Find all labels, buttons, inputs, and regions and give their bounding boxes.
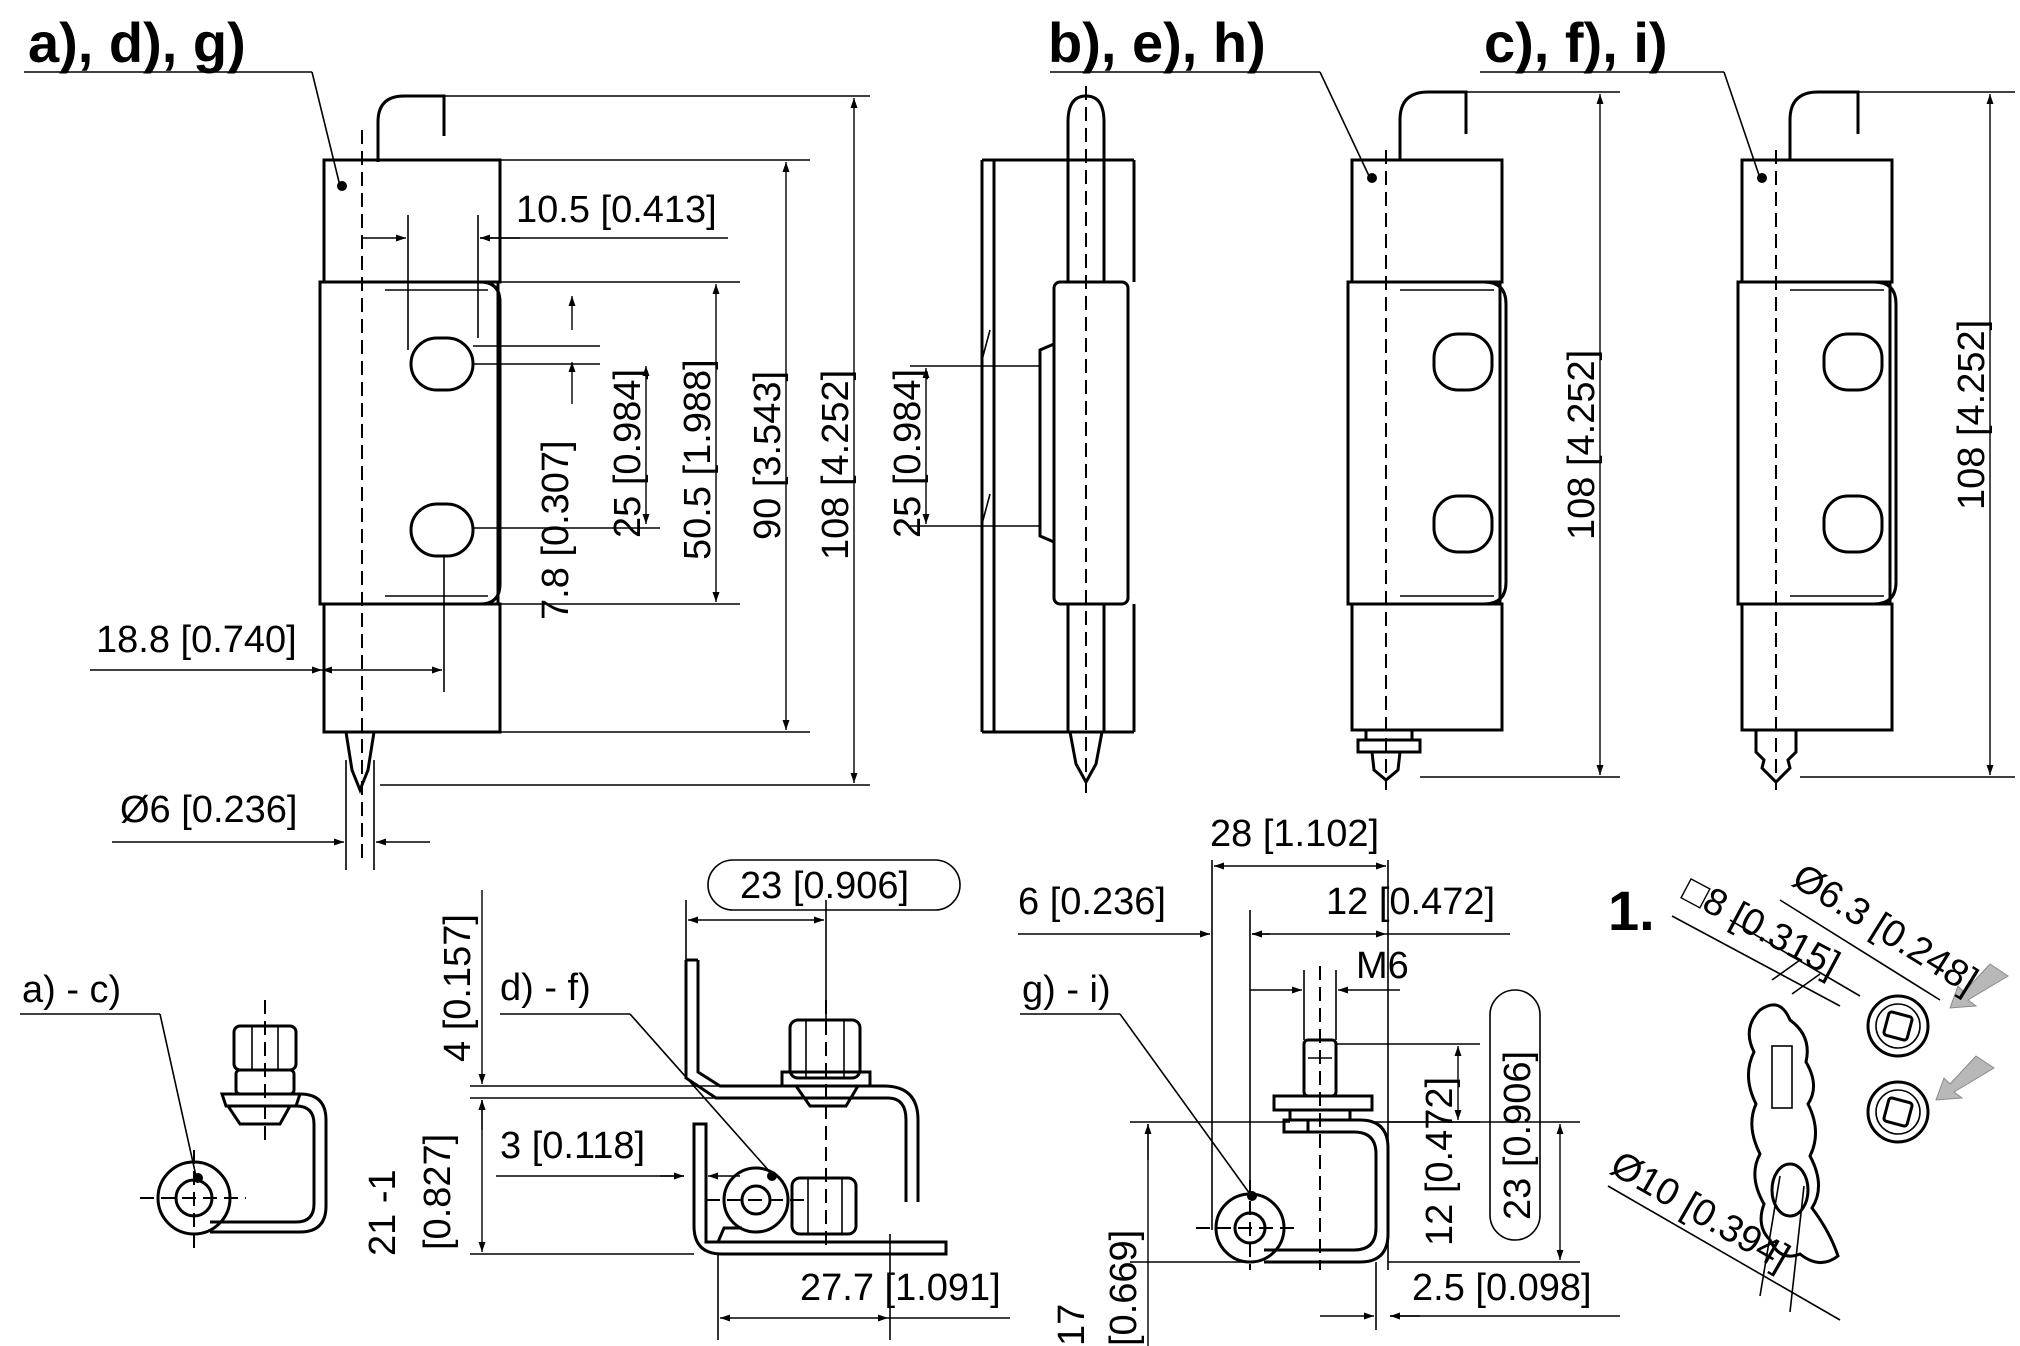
dim-108-cfi: 108 [4.252] (1951, 320, 1993, 510)
section-label-df: d) - f) (500, 967, 591, 1009)
dim-25: 25 [0.984] (607, 369, 649, 538)
dim-108-beh: 108 [4.252] (1561, 350, 1603, 540)
dim-dia-6: Ø6 [0.236] (120, 789, 297, 831)
dim-21: 21 -1 (362, 1169, 404, 1256)
dim-4: 4 [0.157] (437, 914, 479, 1062)
dim-90: 90 [3.543] (747, 371, 789, 540)
dim-17: 17 (1051, 1304, 1093, 1346)
dim-dia-6-3: Ø6.3 [0.248] (1785, 856, 1985, 1002)
dim-12-h: 12 [0.472] (1326, 881, 1495, 923)
dim-23-df: 23 [0.906] (740, 865, 909, 907)
front-view-adg: a), d), g) 10.5 [0.413] (24, 11, 870, 870)
view-label-cfi: c), f), i) (1484, 11, 1668, 74)
section-gi: g) - i) 28 [1.102] 6 [0.236] 12 [0.472] (1018, 813, 1620, 1346)
dim-3: 3 [0.118] (500, 1125, 645, 1167)
detail-step-label: 1. (1608, 879, 1655, 942)
dim-m6: M6 (1356, 945, 1409, 987)
detail-1: 1. □8 [0.315] Ø6.3 [0.248] Ø10 [0.394] (1604, 856, 2009, 1321)
dim-50-5: 50.5 [1.988] (677, 359, 719, 560)
section-label-gi: g) - i) (1022, 969, 1111, 1011)
dim-12-v: 12 [0.472] (1419, 1077, 1461, 1246)
dim-108-adg: 108 [4.252] (815, 370, 857, 560)
dim-7-8: 7.8 [0.307] (535, 440, 577, 620)
dim-18-8: 18.8 [0.740] (96, 619, 297, 661)
dim-21-inch: [0.827] (417, 1134, 459, 1250)
section-ac: a) - c) (20, 969, 328, 1248)
dim-27-7: 27.7 [1.091] (800, 1267, 1001, 1309)
dim-17-inch: [0.669] (1103, 1230, 1145, 1346)
dim-25-side: 25 [0.984] (887, 369, 929, 538)
dim-28: 28 [1.102] (1210, 813, 1379, 855)
dim-6: 6 [0.236] (1018, 881, 1166, 923)
section-label-ac: a) - c) (22, 969, 121, 1011)
dim-23-gi: 23 [0.906] (1497, 1051, 1539, 1220)
front-view-cfi: c), f), i) 108 [4.252] (1480, 11, 2015, 790)
dim-2-5: 2.5 [0.098] (1412, 1267, 1592, 1309)
view-label-adg: a), d), g) (28, 11, 246, 74)
section-df: d) - f) 23 [0.906] 4 [ (362, 859, 1010, 1340)
dim-10-5: 10.5 [0.413] (516, 189, 717, 231)
front-view-beh: 108 [4.252] (1050, 71, 1620, 790)
view-label-beh: b), e), h) (1048, 11, 1266, 74)
side-view-beh: 25 [0.984] (887, 86, 1136, 800)
dim-dia-10: Ø10 [0.394] (1604, 1143, 1797, 1279)
